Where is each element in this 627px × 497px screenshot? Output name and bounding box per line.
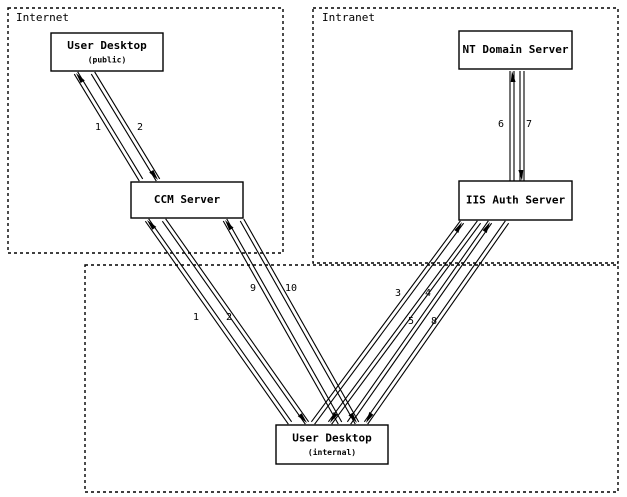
arrow-head-e7 [518, 170, 524, 181]
arrow-head-e1-public [76, 73, 85, 84]
node-iis-auth-server[interactable]: IIS Auth Server [458, 180, 573, 221]
connector-edges-group [73, 71, 525, 425]
edge-line-e4-1 [331, 222, 482, 425]
node-subtitle-user-desktop-public: (public) [88, 55, 127, 65]
edge-line-e4-0 [327, 220, 478, 423]
edge-line-e3-0 [310, 220, 461, 423]
edge-e5 [346, 220, 493, 425]
edge-label-e10: 10 [285, 283, 297, 294]
edge-labels-group: 1 2 1 2 9 10 6 7 3 4 5 8 [95, 119, 532, 327]
edge-e3 [310, 220, 465, 425]
edge-e6 [509, 71, 516, 181]
edge-e2-public [90, 71, 161, 182]
node-box-iis-auth-server[interactable] [458, 180, 573, 221]
node-box-nt-domain-server[interactable] [458, 30, 573, 70]
edge-e1-public [73, 71, 144, 182]
edge-label-e2-public: 2 [137, 122, 143, 133]
edge-e7 [518, 71, 525, 181]
edge-line-e1-public-1 [77, 71, 144, 180]
node-user-desktop-public[interactable]: User Desktop (public) [50, 32, 164, 72]
edge-line-e1-internal-1 [144, 220, 289, 425]
edge-e10 [239, 218, 360, 425]
node-title-nt-domain-server: NT Domain Server [463, 43, 569, 56]
node-ccm-server[interactable]: CCM Server [130, 181, 244, 219]
edge-line-e10-0 [243, 218, 360, 423]
edge-line-e2-public-0 [90, 73, 157, 182]
edge-line-e1-internal-0 [148, 218, 293, 423]
arrow-head-e5 [482, 222, 490, 234]
arrow-head-e6 [510, 71, 516, 82]
edge-line-e2-internal-1 [161, 220, 306, 425]
edge-line-e5-0 [346, 220, 489, 423]
zone-label-internet: Internet [16, 11, 69, 24]
edge-line-e2-internal-0 [165, 218, 310, 423]
edge-label-e1-internal: 1 [193, 312, 199, 323]
node-title-user-desktop-public: User Desktop [67, 39, 147, 52]
zone-boundary-internal [84, 264, 619, 493]
edge-label-e5: 5 [408, 316, 414, 327]
edge-label-e8: 8 [431, 316, 437, 327]
edge-label-e9: 9 [250, 283, 256, 294]
edge-label-e7: 7 [526, 119, 532, 130]
zone-label-intranet: Intranet [322, 11, 375, 24]
edge-line-e3-1 [314, 222, 465, 425]
node-subtitle-user-desktop-internal: (internal) [308, 447, 356, 457]
edge-e4 [327, 220, 482, 425]
zone-boundary-intranet [312, 7, 619, 264]
arrow-head-e4 [330, 412, 338, 423]
edge-line-e9-0 [226, 218, 343, 423]
edge-line-e8-1 [367, 222, 510, 425]
arrow-head-e8 [366, 411, 374, 423]
node-title-user-desktop-internal: User Desktop [292, 432, 372, 445]
edge-e8 [363, 220, 510, 425]
arrow-head-e9 [225, 220, 234, 231]
edge-label-e2-internal: 2 [226, 312, 232, 323]
edge-line-e8-0 [363, 220, 506, 423]
zone-boundaries-group: Internet Intranet [7, 7, 619, 493]
node-user-desktop-internal[interactable]: User Desktop (internal) [275, 424, 389, 465]
edge-label-e6: 6 [498, 119, 504, 130]
node-box-ccm-server[interactable] [130, 181, 244, 219]
edge-label-e1-public: 1 [95, 122, 101, 133]
edge-line-e1-public-0 [73, 73, 140, 182]
edge-label-e4: 4 [425, 288, 431, 299]
arrow-head-e2-internal [297, 413, 307, 423]
edge-e2-internal [161, 218, 310, 425]
zone-boundary-internet [7, 7, 284, 254]
arrow-head-e2-public [149, 169, 158, 180]
node-title-ccm-server: CCM Server [154, 193, 221, 206]
node-box-user-desktop-internal[interactable] [275, 424, 389, 465]
arrow-head-e3 [454, 222, 462, 233]
edge-line-e2-public-1 [94, 71, 161, 180]
edge-line-e10-1 [239, 220, 356, 425]
edge-line-e5-1 [350, 222, 493, 425]
node-box-user-desktop-public[interactable] [50, 32, 164, 72]
node-title-iis-auth-server: IIS Auth Server [466, 194, 566, 207]
node-nt-domain-server[interactable]: NT Domain Server [458, 30, 573, 70]
edge-line-e9-1 [222, 220, 339, 425]
node-boxes-group: User Desktop (public) CCM Server NT Domain … [50, 30, 573, 465]
arrow-head-e1-internal [147, 220, 157, 230]
edge-e9 [222, 218, 343, 425]
edge-label-e3: 3 [395, 288, 401, 299]
arrow-head-e10 [348, 412, 357, 423]
edge-e1-internal [144, 218, 293, 425]
